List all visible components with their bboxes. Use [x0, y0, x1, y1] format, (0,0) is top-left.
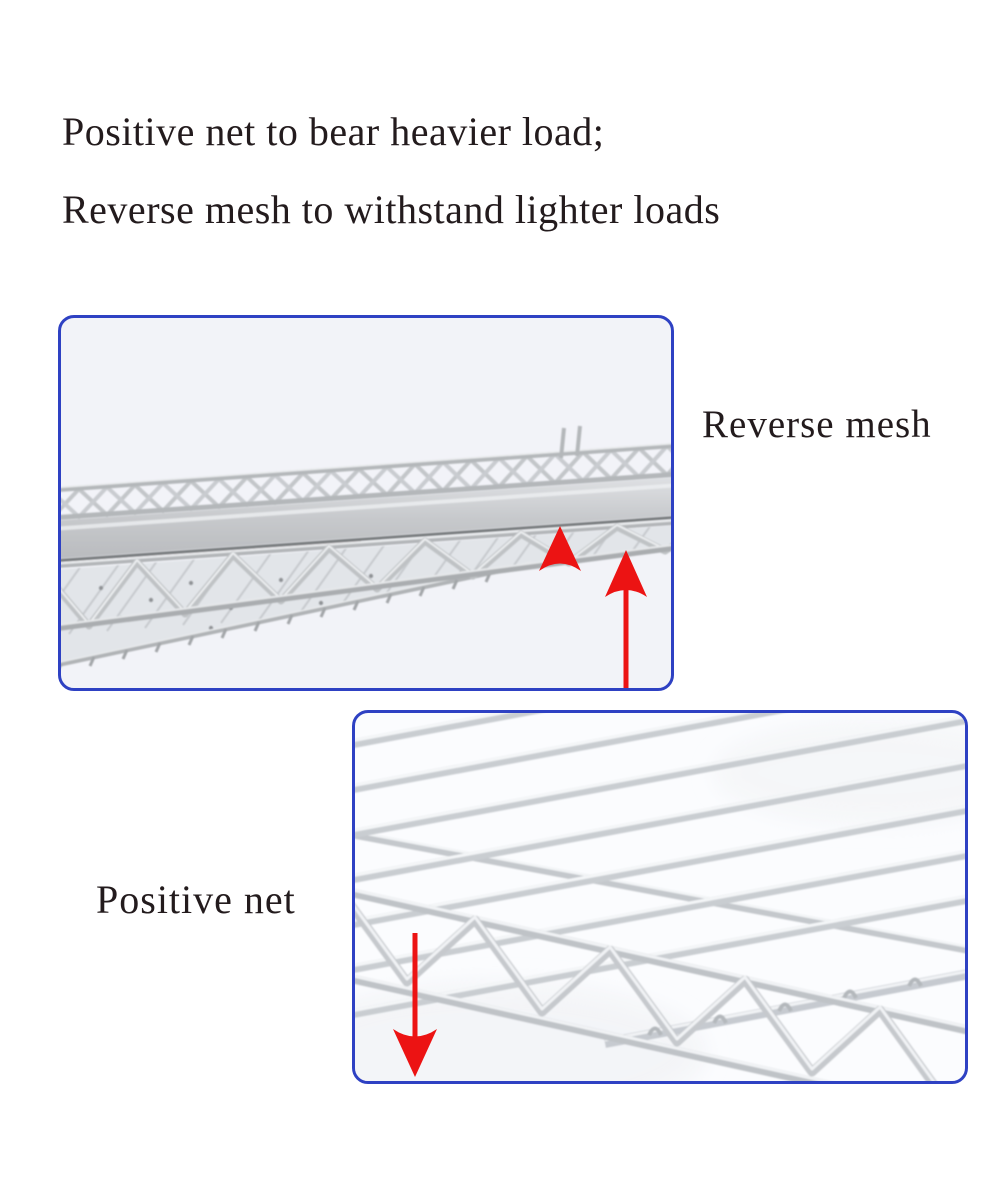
transverse-wire: [355, 830, 965, 954]
up-arrow-icon: [605, 550, 647, 688]
near-zigzag-truss: [61, 519, 671, 631]
reverse-mesh-figure: [58, 315, 674, 691]
far-lattice-rail: [61, 425, 671, 520]
up-arrowhead-icon: [539, 526, 581, 571]
reverse-mesh-label: Reverse mesh: [702, 403, 932, 446]
heading-line-2: Reverse mesh to withstand lighter loads: [62, 187, 721, 232]
front-zigzag-truss: [355, 888, 965, 1081]
positive-net-figure: [352, 710, 968, 1084]
down-arrow-icon: [393, 933, 437, 1077]
positive-net-label: Positive net: [96, 877, 296, 922]
positive-net-photo: [355, 713, 965, 1081]
reverse-mesh-photo: [61, 425, 671, 688]
mesh-underside: [61, 524, 671, 668]
soft-shadow: [355, 983, 705, 1081]
heading-line-1: Positive net to bear heavier load;: [62, 109, 605, 154]
